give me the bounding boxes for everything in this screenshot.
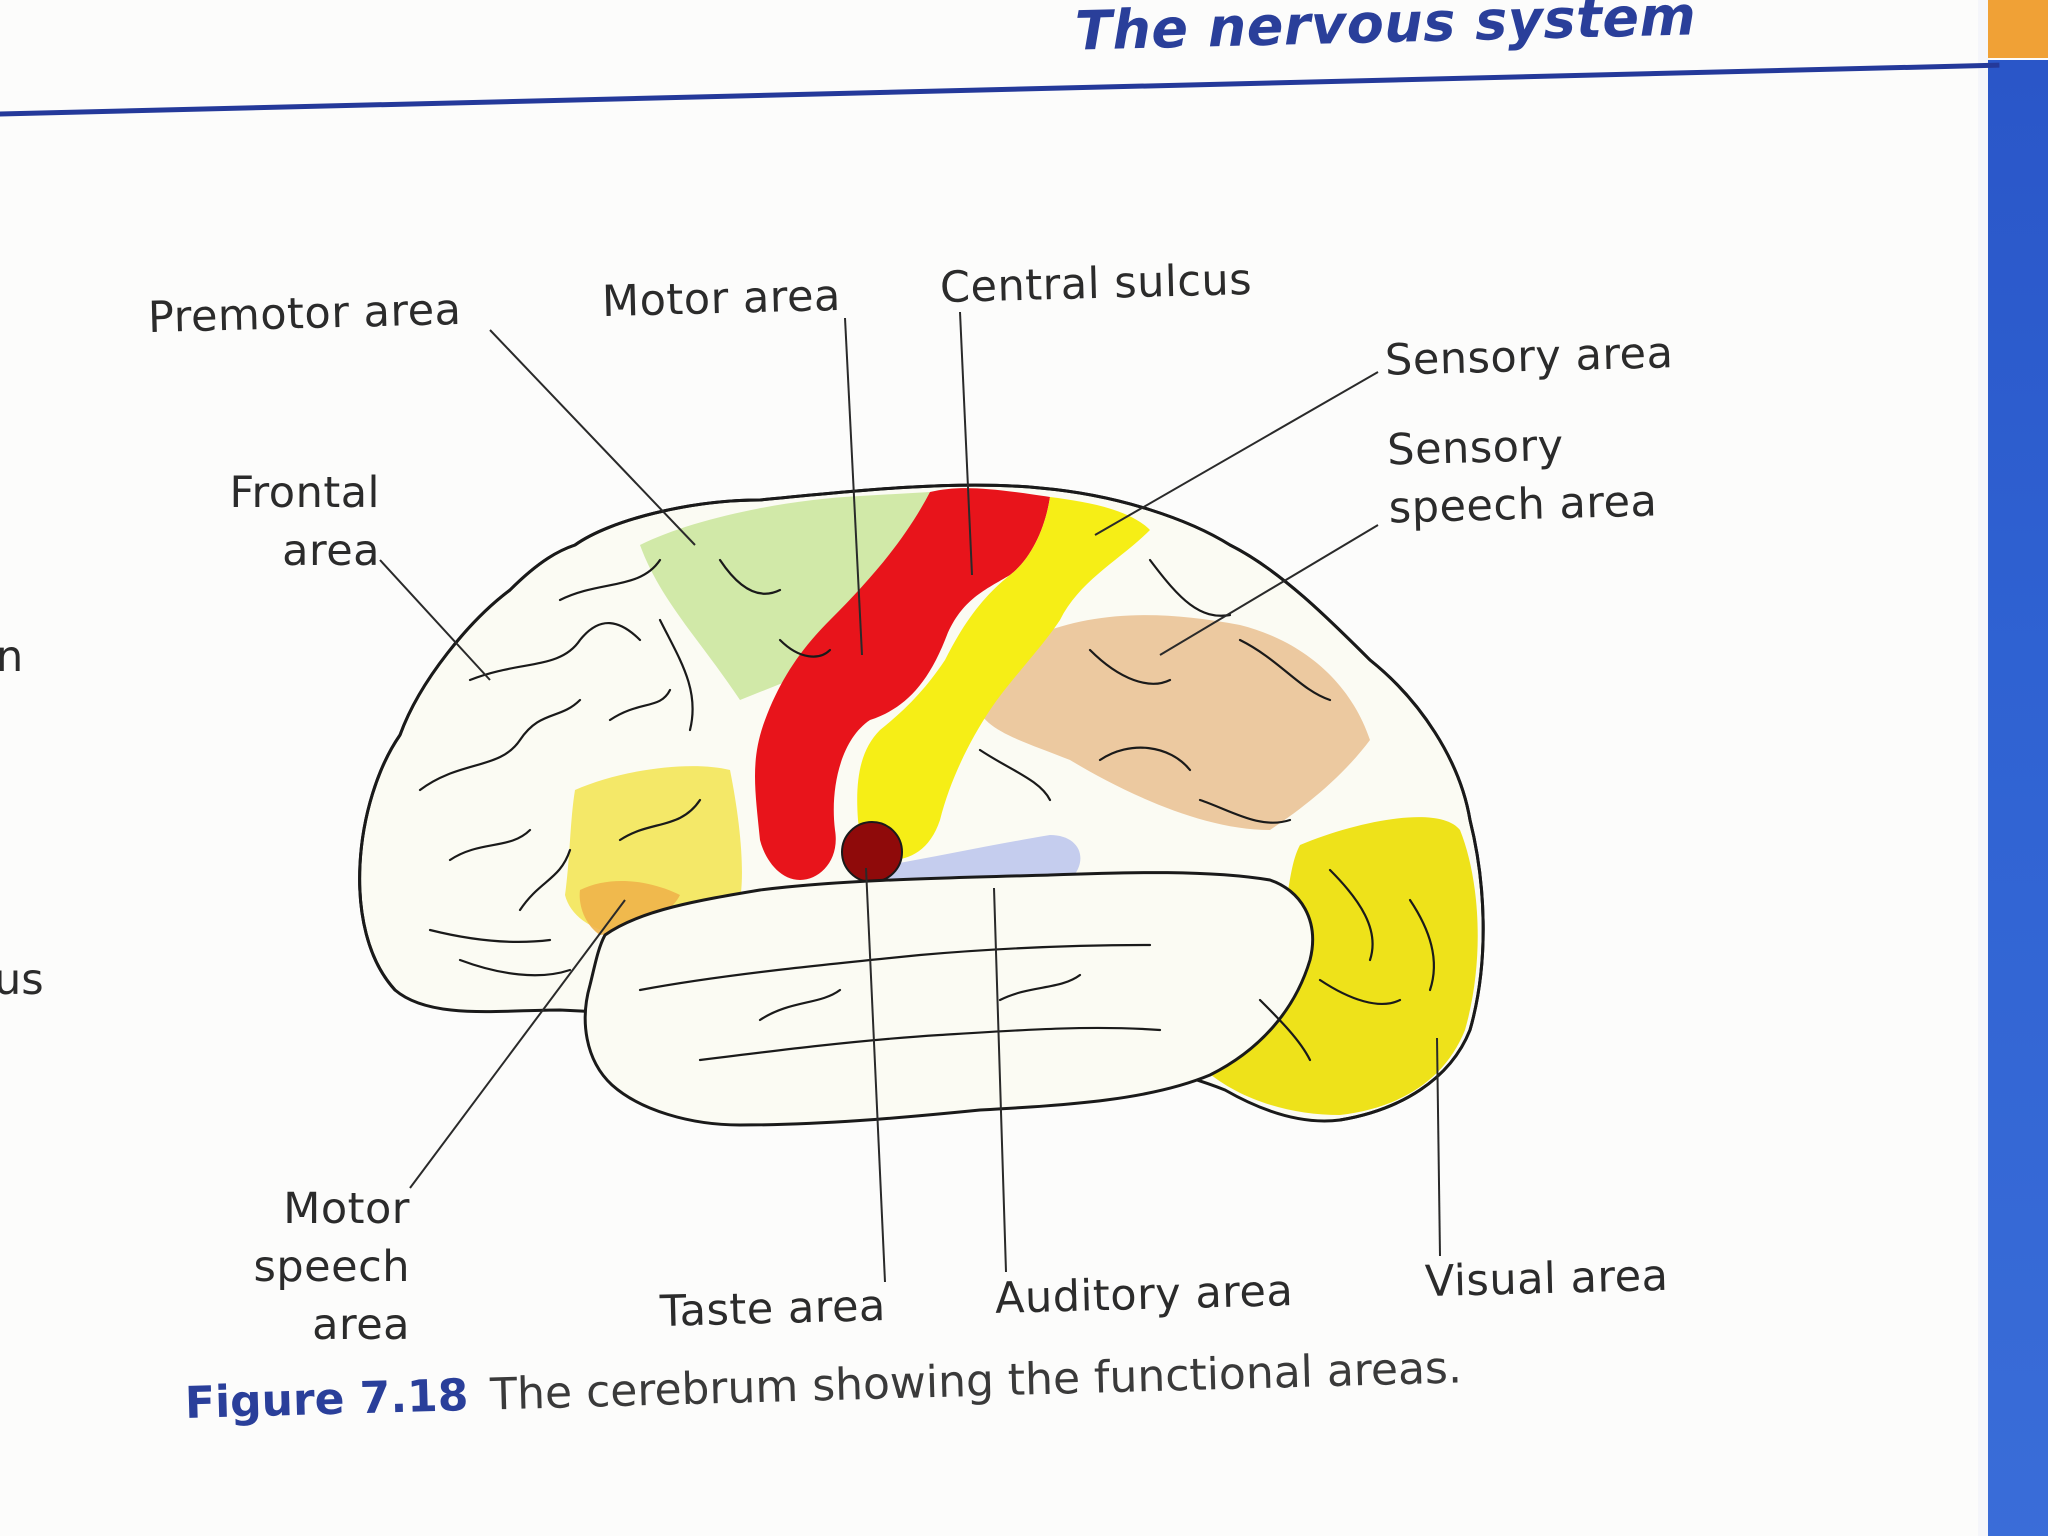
label-frontal-line2: area xyxy=(282,526,380,576)
leader-visual xyxy=(1436,1037,1441,1257)
label-premotor-area: Premotor area xyxy=(147,284,463,344)
label-taste-area: Taste area xyxy=(659,1281,887,1337)
label-sensory-area: Sensory area xyxy=(1384,328,1675,386)
leader-auditory xyxy=(993,887,1007,1273)
label-sensory-speech-area: Sensory speech area xyxy=(1387,415,1659,538)
leader-sensory-speech xyxy=(1159,524,1379,656)
label-motor-speech-line3: area xyxy=(312,1300,410,1350)
taste-region xyxy=(841,821,903,883)
cut-off-text-top: n xyxy=(0,632,24,682)
leader-central-sulcus xyxy=(959,311,973,576)
figure-number: Figure 7.18 xyxy=(184,1370,469,1429)
visual-region xyxy=(1205,817,1478,1115)
cut-off-text-bottom: us xyxy=(0,955,44,1005)
brain-folds xyxy=(418,558,1435,1062)
cerebrum-outline-top xyxy=(358,483,1485,1122)
label-auditory-area: Auditory area xyxy=(994,1266,1294,1324)
page-edge xyxy=(1978,0,1990,1536)
label-sensory-speech-line2: speech area xyxy=(1388,476,1658,534)
chapter-tab-blue xyxy=(1988,60,2048,1536)
sensory-region xyxy=(857,497,1150,860)
chapter-tab-orange xyxy=(1988,0,2048,58)
brain-illustration xyxy=(358,483,1485,1127)
leader-lines xyxy=(379,311,1441,1283)
motor-region xyxy=(755,488,1050,880)
label-frontal-area: Frontal area xyxy=(200,464,380,580)
leader-frontal xyxy=(379,559,491,681)
label-central-sulcus: Central sulcus xyxy=(939,254,1253,314)
premotor-region xyxy=(640,492,930,700)
label-sensory-speech-line1: Sensory xyxy=(1386,420,1565,476)
leader-taste xyxy=(865,867,886,1283)
leader-premotor xyxy=(489,329,696,546)
leader-sensory xyxy=(1094,371,1379,536)
label-visual-area: Visual area xyxy=(1424,1250,1670,1308)
motor-speech-orange-patch xyxy=(579,880,680,935)
label-motor-area: Motor area xyxy=(601,270,842,328)
label-motor-speech-area: Motor speech area xyxy=(220,1180,410,1354)
leader-motor xyxy=(844,317,863,656)
leader-motor-speech xyxy=(409,899,626,1189)
label-motor-speech-line1: Motor xyxy=(283,1184,410,1234)
temporal-lobe xyxy=(583,871,1315,1127)
label-motor-speech-line2: speech xyxy=(253,1242,410,1292)
label-frontal-line1: Frontal xyxy=(229,468,380,518)
sensory-speech-region xyxy=(975,615,1370,830)
